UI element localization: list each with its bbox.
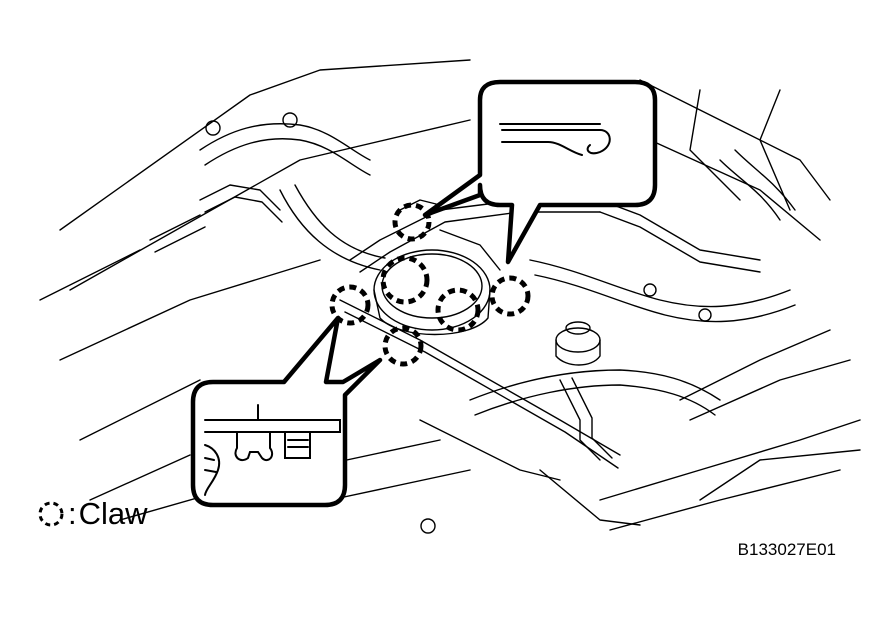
claw-marker-2 [380, 255, 430, 305]
claw-marker-3 [435, 287, 481, 333]
claw-marker-1 [392, 202, 432, 242]
hoses [199, 123, 796, 416]
claw-markers [329, 202, 531, 367]
engine-bay-outline [39, 59, 861, 531]
claw-marker-6 [382, 325, 424, 367]
figure-id: B133027E01 [737, 540, 836, 559]
legend-separator: : [68, 496, 77, 531]
claw-clip-icon [204, 404, 341, 496]
claw-marker-4 [489, 275, 531, 317]
legend: : Claw [36, 498, 148, 529]
claw-marker-5 [329, 284, 371, 326]
dashed-circle-icon [38, 501, 64, 526]
claw-detail-callout-top [422, 79, 658, 265]
bolts [205, 112, 712, 534]
claw-detail-callout-bottom [190, 315, 383, 508]
legend-label: Claw [78, 496, 148, 531]
claw-hook-icon [499, 123, 611, 156]
